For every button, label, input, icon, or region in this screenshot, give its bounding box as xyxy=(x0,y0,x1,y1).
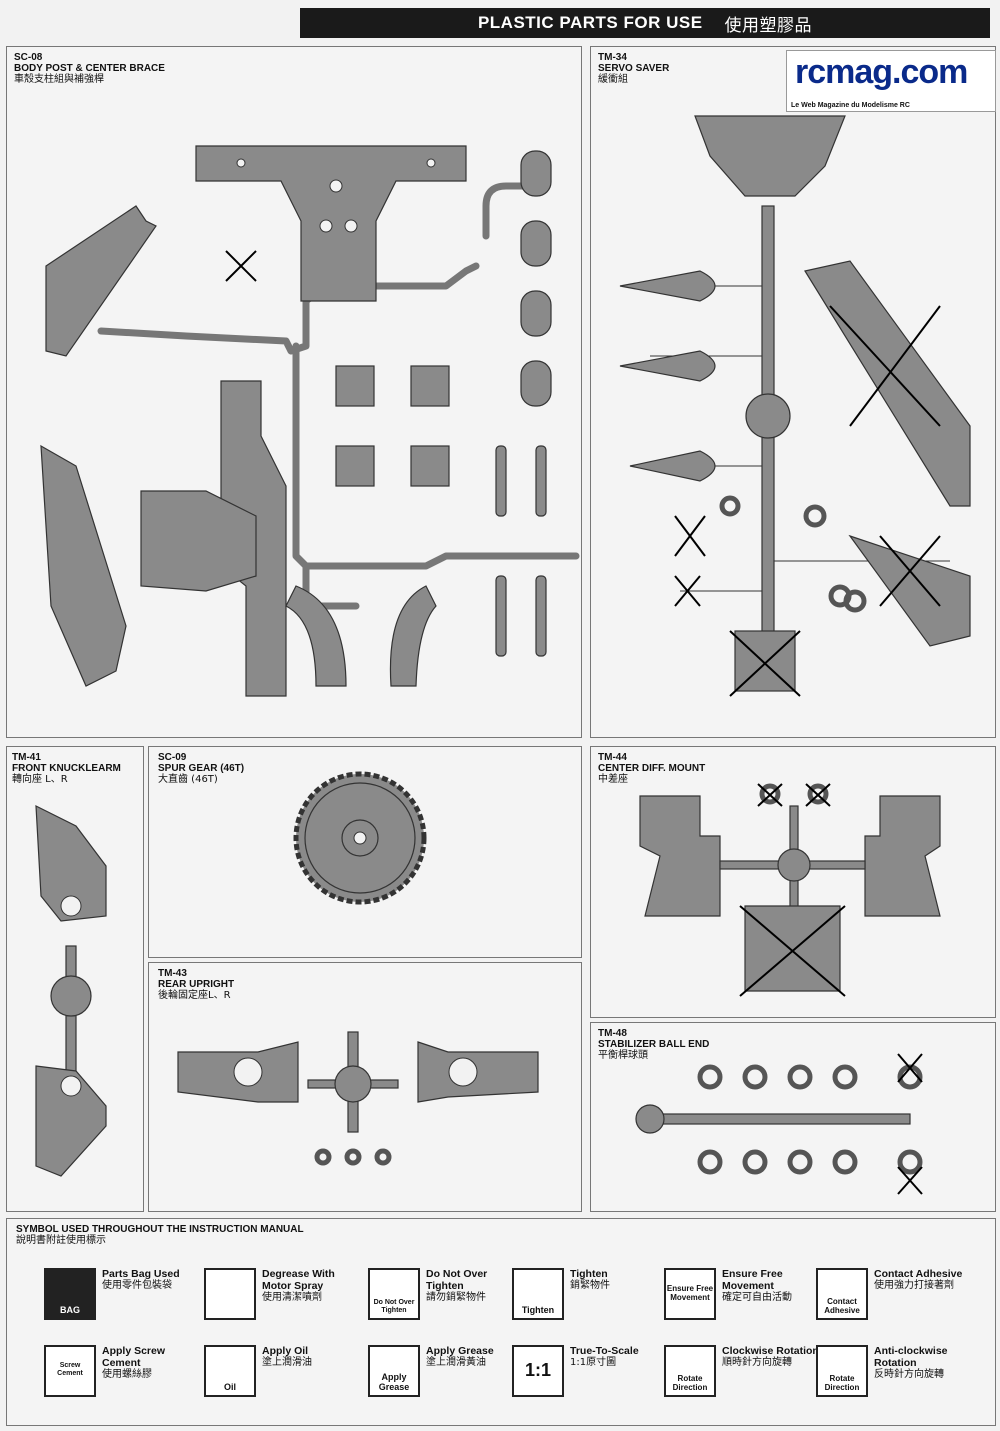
symbol-label: Tighten xyxy=(570,1268,608,1280)
symbol-label: Anti-clockwise Rotation xyxy=(874,1345,948,1369)
spray-can-icon xyxy=(204,1268,256,1320)
part-name: FRONT KNUCKLEARM xyxy=(12,763,121,774)
symbol-label-cn: 塗上潤滑黃油 xyxy=(426,1357,486,1368)
page-title-cn: 使用塑膠品 xyxy=(724,15,813,36)
tm43-parts-drawing xyxy=(177,1031,539,1166)
part-code: SC-09 xyxy=(158,752,187,763)
tm48-parts-drawing xyxy=(635,1053,923,1195)
tm44-parts-drawing xyxy=(639,783,941,997)
symbol-label: Do Not Over Tighten xyxy=(426,1268,488,1292)
part-code: TM-41 xyxy=(12,752,41,763)
symbol-label-cn: 銷緊物件 xyxy=(570,1280,610,1291)
anticlockwise-rotation-icon: Rotate Direction xyxy=(816,1345,868,1397)
part-name-cn: 緩衝組 xyxy=(598,74,628,85)
part-name: BODY POST & CENTER BRACE xyxy=(14,63,165,74)
tm34-parts-drawing xyxy=(619,115,971,697)
logo-name: rcmag.com xyxy=(795,53,968,91)
symbol-label-cn: 順時針方向旋轉 xyxy=(722,1357,792,1368)
icon-label: Apply Grease xyxy=(378,1372,410,1392)
symbol-label-cn: 使用零件包裝袋 xyxy=(102,1280,172,1291)
panel-tm48-label: TM-48 STABILIZER BALL END 平衡桿球頭 xyxy=(598,1028,709,1061)
rcmag-logo: rcmag.com Le Web Magazine du Modelisme R… xyxy=(786,50,996,112)
symbol-label: Parts Bag Used xyxy=(102,1268,180,1280)
clockwise-rotation-icon: Rotate Direction xyxy=(664,1345,716,1397)
part-name-cn: 大直齒 (46T) xyxy=(158,774,218,785)
do-not-over-tighten-icon: Do Not Over Tighten xyxy=(368,1268,420,1320)
symbol-label: Apply Screw Cement xyxy=(102,1345,166,1369)
icon-label: 1:1 xyxy=(524,1359,551,1380)
panel-tm44-label: TM-44 CENTER DIFF. MOUNT 中差座 xyxy=(598,752,705,785)
part-name: SERVO SAVER xyxy=(598,63,670,74)
scale-icon: 1:1 xyxy=(512,1345,564,1397)
symbol-label-cn: 使用強力打接著劑 xyxy=(874,1280,954,1291)
symbol-label-cn: 1:1原寸圖 xyxy=(570,1357,617,1368)
part-name: STABILIZER BALL END xyxy=(598,1039,710,1050)
symbol-label-cn: 使用清潔噴劑 xyxy=(262,1292,322,1303)
icon-label: Rotate Direction xyxy=(824,1374,860,1392)
part-name-cn: 車殼支柱組與補強桿 xyxy=(14,74,104,85)
bag-icon: BAG xyxy=(44,1268,96,1320)
symbol-label-cn: 塗上潤滑油 xyxy=(262,1357,312,1368)
symbol-label: True-To-Scale xyxy=(570,1345,639,1357)
symbol-label: Clockwise Rotation xyxy=(722,1345,819,1357)
part-name: CENTER DIFF. MOUNT xyxy=(598,763,706,774)
symbols-title-en: SYMBOL USED THROUGHOUT THE INSTRUCTION M… xyxy=(16,1224,304,1235)
part-code: TM-43 xyxy=(158,968,187,979)
symbols-title-cn: 說明書附註使用標示 xyxy=(16,1235,106,1246)
icon-label: Rotate Direction xyxy=(672,1374,708,1392)
symbol-label: Apply Oil xyxy=(262,1345,309,1357)
panel-sc09-label: SC-09 SPUR GEAR (46T) 大直齒 (46T) xyxy=(158,752,244,785)
icon-label: Tighten xyxy=(521,1305,555,1315)
grease-tube-icon: Apply Grease xyxy=(368,1345,420,1397)
part-code: SC-08 xyxy=(14,52,43,63)
symbol-label: Contact Adhesive xyxy=(874,1268,963,1280)
oil-can-icon: Oil xyxy=(204,1345,256,1397)
icon-label: Do Not Over Tighten xyxy=(373,1299,415,1314)
screw-cement-icon: Screw Cement xyxy=(44,1345,96,1397)
part-code: TM-44 xyxy=(598,752,627,763)
part-code: TM-34 xyxy=(598,52,627,63)
symbol-label-cn: 確定可自由活動 xyxy=(722,1292,792,1303)
symbol-label: Ensure Free Movement xyxy=(722,1268,783,1292)
icon-label: Screw Cement xyxy=(57,1361,83,1377)
adhesive-tube-icon: Contact Adhesive xyxy=(816,1268,868,1320)
symbol-label-cn: 反時針方向旋轉 xyxy=(874,1369,944,1380)
part-name: SPUR GEAR (46T) xyxy=(158,763,245,774)
icon-label: Oil xyxy=(223,1382,236,1392)
sc08-parts-drawing xyxy=(40,145,580,697)
part-name: REAR UPRIGHT xyxy=(158,979,235,990)
symbol-label-cn: 使用螺絲膠 xyxy=(102,1369,152,1380)
icon-label: Ensure Free Movement xyxy=(666,1283,714,1302)
tm41-parts-drawing xyxy=(35,805,107,1177)
logo-tagline: Le Web Magazine du Modelisme RC xyxy=(791,102,910,109)
part-name-cn: 平衡桿球頭 xyxy=(598,1050,648,1061)
icon-label: BAG xyxy=(60,1305,80,1315)
part-name-cn: 轉向座 L、R xyxy=(12,774,68,785)
symbol-label: Degrease With Motor Spray xyxy=(262,1268,335,1292)
symbol-label: Apply Grease xyxy=(426,1345,494,1357)
page-header: PLASTIC PARTS FOR USE 使用塑膠品 xyxy=(300,8,990,38)
panel-tm41-label: TM-41 FRONT KNUCKLEARM 轉向座 L、R xyxy=(12,752,121,785)
part-name-cn: 中差座 xyxy=(598,774,628,785)
panel-tm34-label: TM-34 SERVO SAVER 緩衝組 xyxy=(598,52,669,85)
spur-gear-drawing xyxy=(293,771,427,905)
tighten-icon: Tighten xyxy=(512,1268,564,1320)
panel-sc08-label: SC-08 BODY POST & CENTER BRACE 車殼支柱組與補強桿 xyxy=(14,52,165,85)
panel-tm43-label: TM-43 REAR UPRIGHT 後輪固定座L、R xyxy=(158,968,234,1001)
part-name-cn: 後輪固定座L、R xyxy=(158,990,231,1001)
page-title: PLASTIC PARTS FOR USE xyxy=(477,13,703,32)
symbol-label-cn: 請勿銷緊物件 xyxy=(426,1292,486,1303)
part-code: TM-48 xyxy=(598,1028,627,1039)
symbols-title: SYMBOL USED THROUGHOUT THE INSTRUCTION M… xyxy=(16,1224,304,1246)
ensure-free-movement-icon: Ensure Free Movement xyxy=(664,1268,716,1320)
icon-label: Contact Adhesive xyxy=(824,1297,860,1315)
